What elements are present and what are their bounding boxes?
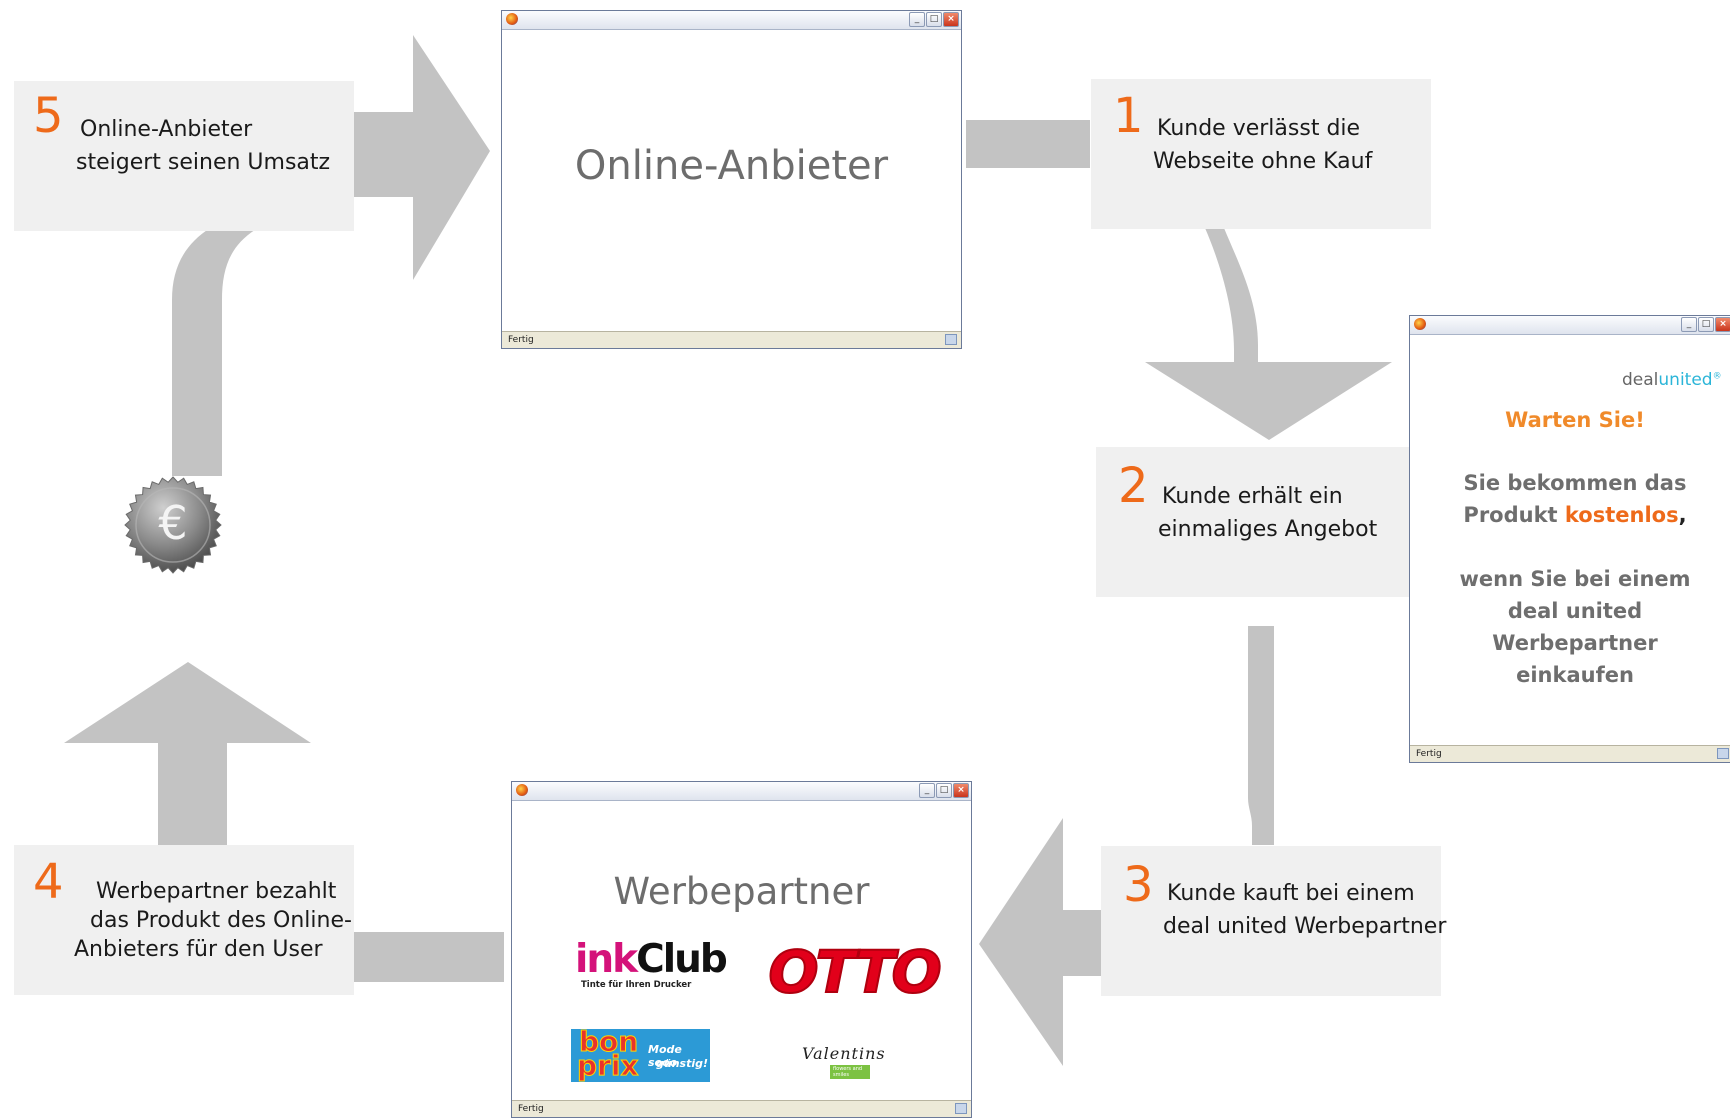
- maximize-icon[interactable]: □: [1698, 317, 1714, 332]
- popup-message: Warten Sie! Sie bekommen das Produkt kos…: [1410, 404, 1730, 691]
- bonprix-tagline1: Mode sooo: [648, 1043, 682, 1069]
- step-4-box: 4 Werbepartner bezahlt das Produkt des O…: [14, 845, 354, 995]
- online-shop-window: _ □ × Online-Anbieter Fertig: [501, 10, 962, 349]
- inkclub-club: Club: [636, 937, 728, 982]
- firefox-icon: [516, 784, 528, 796]
- dealunited-popup-window: _ □ × dealunited® Warten Sie! Sie bekomm…: [1409, 315, 1730, 763]
- valentins-logo: Valentins flowers and smiles: [802, 1044, 886, 1079]
- status-grip-icon: [1717, 748, 1729, 759]
- bonprix-prix: prix: [577, 1049, 640, 1082]
- bonprix-bon: bon: [578, 1025, 639, 1058]
- popup-line6: einkaufen: [1516, 663, 1634, 687]
- arrow-step3-to-partners: [979, 818, 1104, 1066]
- arrow-step4-to-coin: [64, 662, 311, 845]
- bonprix-logo: bon prix Mode sooo günstig!: [571, 1025, 710, 1082]
- popup-line4: deal united: [1507, 599, 1643, 623]
- euro-coin-icon: €: [124, 476, 222, 574]
- connector-coin-to-step5: [172, 228, 258, 476]
- status-bar: Fertig: [512, 1100, 971, 1117]
- popup-line2-suffix: ,: [1678, 503, 1687, 527]
- partners-title: Werbepartner: [613, 870, 870, 913]
- minimize-icon[interactable]: _: [909, 12, 925, 27]
- status-bar: Fertig: [502, 331, 961, 348]
- valentins-wordmark: Valentins: [802, 1044, 886, 1063]
- step-4-number: 4: [33, 854, 64, 910]
- title-bar: _ □ ×: [512, 782, 971, 801]
- status-text: Fertig: [1416, 749, 1442, 759]
- step-5-line2: steigert seinen Umsatz: [76, 150, 331, 175]
- online-shop-title: Online-Anbieter: [574, 143, 889, 189]
- minimize-icon[interactable]: _: [919, 783, 935, 798]
- step-4-line1: Werbepartner bezahlt: [96, 879, 337, 904]
- status-grip-icon: [945, 334, 957, 345]
- inkclub-ink: ink: [575, 937, 638, 982]
- step-1-number: 1: [1113, 88, 1144, 144]
- close-icon[interactable]: ×: [943, 12, 959, 27]
- maximize-icon[interactable]: □: [926, 12, 942, 27]
- step-3-box: 3 Kunde kauft bei einem deal united Werb…: [1101, 846, 1446, 996]
- valentins-tag: flowers and smiles: [830, 1065, 870, 1079]
- popup-title-bar: _ □ ×: [1410, 316, 1730, 335]
- connector-step2-to-step3: [1248, 626, 1274, 845]
- status-text: Fertig: [508, 335, 534, 345]
- step-3-line1: Kunde kauft bei einem: [1167, 881, 1415, 906]
- logo-deal: deal: [1622, 370, 1659, 390]
- arrow-step1-to-step2: [1145, 228, 1392, 440]
- step-2-line1: Kunde erhält ein: [1162, 484, 1343, 509]
- popup-headline: Warten Sie!: [1505, 408, 1645, 432]
- step-2-box: 2 Kunde erhält ein einmaliges Angebot: [1096, 447, 1436, 597]
- step-4-line2: das Produkt des Online-: [90, 908, 352, 933]
- step-1-box: 1 Kunde verlässt die Webseite ohne Kauf: [1091, 79, 1431, 229]
- popup-free-highlight: kostenlos: [1564, 503, 1679, 527]
- arrow-to-online-shop: [322, 35, 490, 280]
- popup-line1: Sie bekommen das: [1463, 471, 1687, 495]
- popup-line2: Produkt kostenlos,: [1410, 499, 1730, 531]
- bonprix-tagline2: günstig!: [656, 1057, 709, 1070]
- partners-window: _ □ × Werbepartner inkClub Tinte für Ihr…: [511, 781, 972, 1118]
- euro-symbol: €: [158, 496, 187, 550]
- popup-line5: Werbepartner: [1492, 631, 1658, 655]
- close-icon[interactable]: ×: [1715, 317, 1730, 332]
- title-bar: _ □ ×: [502, 11, 961, 30]
- inkclub-tagline: Tinte für Ihren Drucker: [581, 980, 692, 990]
- step-5-number: 5: [33, 88, 64, 144]
- maximize-icon[interactable]: □: [936, 783, 952, 798]
- step-4-line3: Anbieters für den User: [74, 937, 323, 962]
- step-3-number: 3: [1123, 857, 1154, 913]
- inkclub-logo: inkClub Tinte für Ihren Drucker: [575, 937, 728, 991]
- status-text: Fertig: [518, 1104, 544, 1114]
- step-2-number: 2: [1118, 458, 1149, 514]
- step-3-line2: deal united Werbepartner: [1163, 914, 1447, 939]
- popup-line2-prefix: Produkt: [1463, 503, 1565, 527]
- status-grip-icon: [955, 1103, 967, 1114]
- otto-logo: OTTO: [767, 938, 943, 1006]
- otto-wordmark: OTTO: [767, 938, 943, 1006]
- status-bar: Fertig: [1410, 745, 1730, 762]
- connector-shop-to-step1: [966, 120, 1090, 168]
- connector-partners-to-step4: [352, 932, 504, 982]
- firefox-icon: [506, 13, 518, 25]
- firefox-icon: [1414, 318, 1426, 330]
- step-1-line2: Webseite ohne Kauf: [1153, 149, 1373, 174]
- step-5-line1: Online-Anbieter: [80, 117, 253, 142]
- close-icon[interactable]: ×: [953, 783, 969, 798]
- step-1-line1: Kunde verlässt die: [1157, 116, 1361, 141]
- step-5-box: 5 Online-Anbieter steigert seinen Umsatz: [14, 81, 354, 231]
- popup-line3: wenn Sie bei einem: [1459, 567, 1691, 591]
- dealunited-logo: dealunited®: [1622, 370, 1722, 390]
- logo-mark: ®: [1712, 371, 1722, 382]
- minimize-icon[interactable]: _: [1681, 317, 1697, 332]
- step-2-line2: einmaliges Angebot: [1158, 517, 1378, 542]
- logo-united: united: [1658, 370, 1713, 390]
